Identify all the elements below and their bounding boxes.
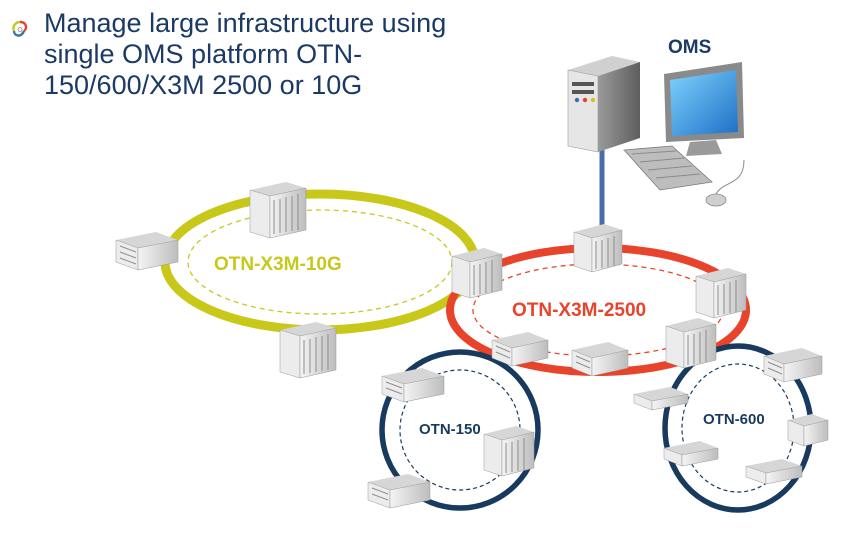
oms-label: OMS — [668, 37, 711, 58]
ring-label-otn-150: OTN-150 — [419, 421, 481, 438]
network-node-icon — [745, 459, 803, 485]
oms-workstation: OMS — [567, 37, 745, 207]
network-node-icon — [571, 342, 629, 377]
headline-line-2: single OMS platform OTN- — [44, 39, 363, 69]
network-node-icon — [279, 322, 337, 379]
network-node-icon — [665, 318, 717, 369]
network-node-icon — [451, 248, 503, 299]
headline-line-3: 150/600/X3M 2500 or 10G — [44, 70, 363, 100]
network-node-icon — [695, 268, 747, 319]
network-node-icon — [763, 348, 823, 383]
ring-otn-x3m-10g: OTN-X3M-10G — [160, 189, 480, 335]
tri-color-swirl-icon — [12, 20, 28, 37]
monitor-icon — [664, 62, 744, 156]
headline-line-1: Manage large infrastructure using — [44, 8, 447, 38]
ring-label-otn-x3m-10g: OTN-X3M-10G — [214, 254, 342, 275]
network-node-icon — [633, 387, 689, 411]
ring-label-otn-600: OTN-600 — [703, 411, 765, 428]
network-node-icon — [367, 474, 431, 509]
ring-label-otn-x3m-2500: OTN-X3M-2500 — [512, 300, 646, 321]
server-tower-icon — [567, 56, 640, 153]
network-node-icon — [115, 232, 179, 271]
keyboard-icon — [623, 145, 745, 207]
network-node-icon — [573, 224, 623, 273]
network-node-icon — [663, 441, 719, 467]
network-node-icon — [249, 182, 307, 239]
headline: Manage large infrastructure using single… — [44, 8, 514, 101]
network-nodes — [115, 182, 829, 509]
network-node-icon — [491, 332, 549, 367]
network-node-icon — [381, 368, 445, 403]
network-node-icon — [787, 414, 829, 447]
network-node-icon — [483, 426, 535, 477]
